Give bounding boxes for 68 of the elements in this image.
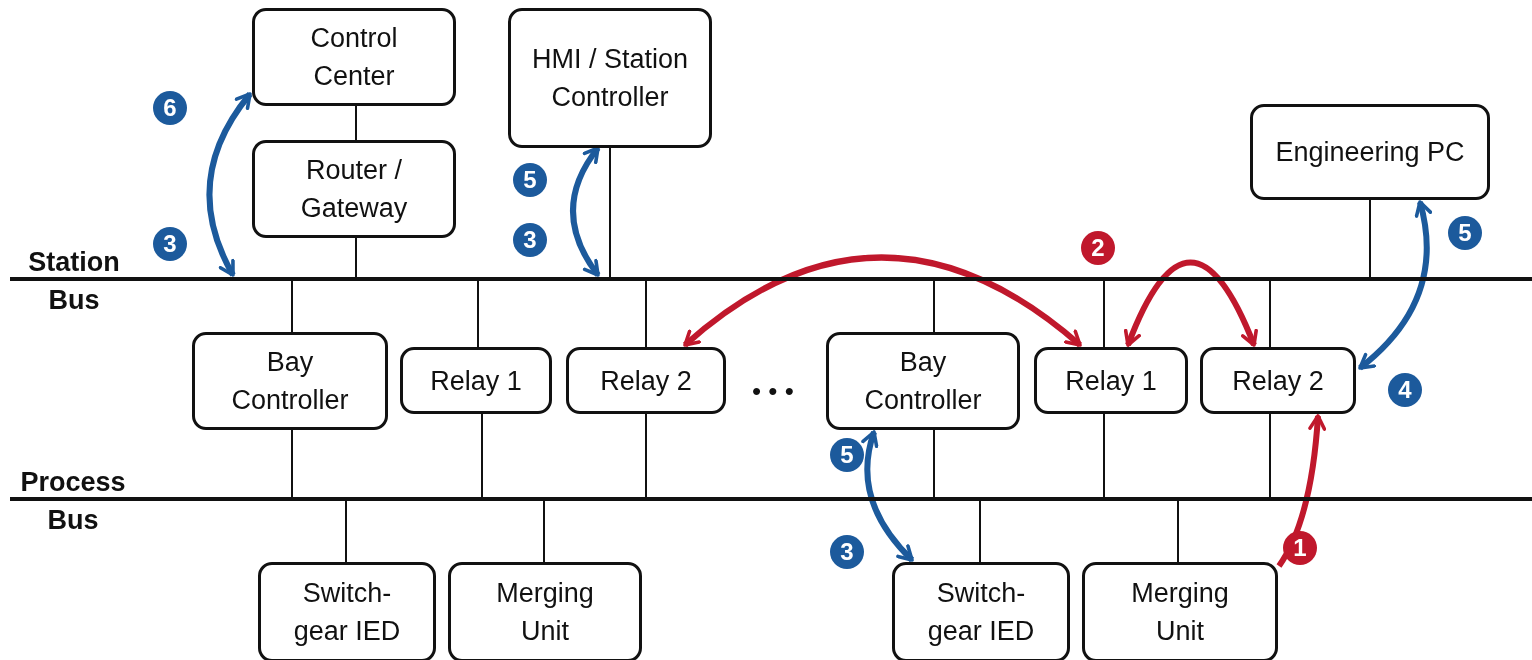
device-label: Relay 2 — [600, 364, 692, 398]
connector-line — [543, 500, 545, 563]
connector-line — [345, 500, 347, 563]
device-label: Relay 1 — [430, 364, 522, 398]
device-label: Merging Unit — [1130, 577, 1230, 648]
connector-line — [1103, 413, 1105, 498]
device-box — [826, 332, 1020, 430]
callout-number: 5 — [1448, 216, 1482, 250]
connector-line — [1103, 280, 1105, 348]
device-box — [448, 562, 642, 660]
device-box — [252, 8, 456, 106]
device-label: Relay 1 — [1065, 364, 1157, 398]
device-label: Bay Controller — [863, 346, 983, 417]
bus-label: Process Bus — [19, 466, 127, 537]
connector-line — [609, 147, 611, 278]
connector-line — [1177, 500, 1179, 563]
device-box — [1082, 562, 1278, 660]
device-box — [1250, 104, 1490, 200]
connector-line — [979, 500, 981, 563]
device-box — [192, 332, 388, 430]
device-label: Relay 2 — [1232, 364, 1324, 398]
connector-line — [1269, 413, 1271, 498]
callout-number: 5 — [513, 163, 547, 197]
connector-line — [291, 429, 293, 498]
device-box — [508, 8, 712, 148]
connector-line — [477, 280, 479, 348]
device-label: Switch-gear IED — [926, 577, 1036, 648]
device-label: Switch-gear IED — [292, 577, 402, 648]
callout-number: 1 — [1283, 531, 1317, 565]
double-arrow — [861, 430, 915, 563]
callout-number: 3 — [830, 535, 864, 569]
device-label: HMI / Station Controller — [530, 43, 690, 114]
connector-line — [355, 105, 357, 141]
device-label: Control Center — [309, 22, 399, 93]
callout-number: 6 — [153, 91, 187, 125]
device-label: Bay Controller — [230, 346, 350, 417]
connector-line — [645, 413, 647, 498]
connector-line — [481, 413, 483, 498]
double-arrow — [1276, 414, 1327, 568]
device-box — [252, 140, 456, 238]
callout-number: 4 — [1388, 373, 1422, 407]
ellipsis-label: • • • — [752, 376, 794, 407]
double-arrow — [683, 254, 1082, 348]
connector-line — [1269, 280, 1271, 348]
device-label: Engineering PC — [1275, 136, 1465, 169]
device-box — [892, 562, 1070, 660]
bus-label: Station Bus — [27, 246, 121, 317]
device-label: Merging Unit — [495, 577, 595, 648]
double-arrow — [1358, 200, 1432, 371]
callout-number: 5 — [830, 438, 864, 472]
device-box — [1034, 347, 1188, 414]
double-arrow — [1124, 259, 1258, 347]
connector-line — [1369, 199, 1371, 278]
double-arrow — [206, 92, 253, 277]
callout-number: 3 — [153, 227, 187, 261]
callout-number: 3 — [513, 223, 547, 257]
callout-number: 2 — [1081, 231, 1115, 265]
connector-line — [933, 280, 935, 333]
connector-line — [645, 280, 647, 348]
double-arrow — [570, 146, 601, 277]
connector-line — [355, 237, 357, 278]
device-box — [1200, 347, 1356, 414]
connector-line — [933, 429, 935, 498]
device-box — [258, 562, 436, 660]
device-box — [566, 347, 726, 414]
device-label: Router / Gateway — [299, 154, 409, 225]
device-box — [400, 347, 552, 414]
connector-line — [291, 280, 293, 333]
